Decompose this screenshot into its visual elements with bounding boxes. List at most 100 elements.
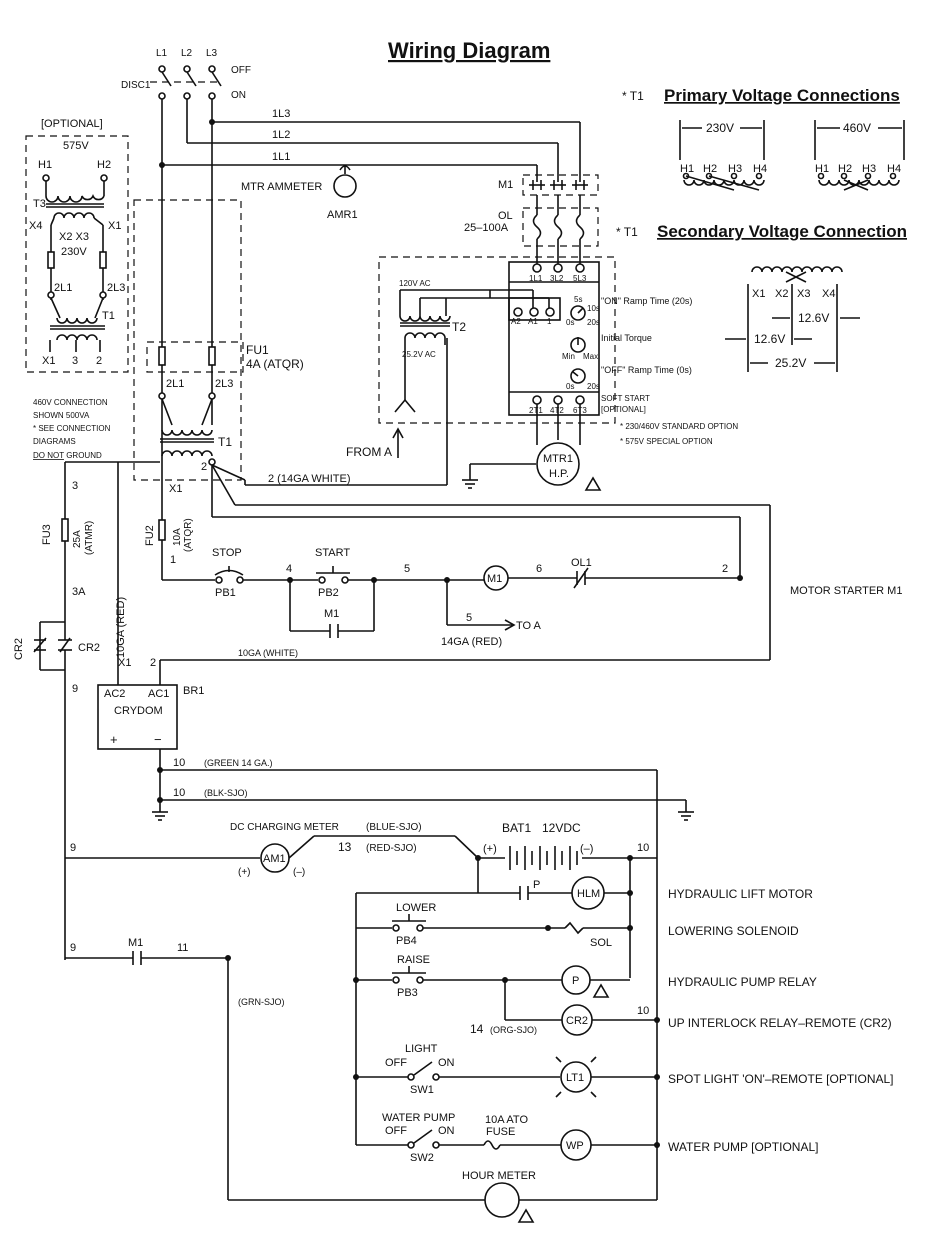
label-hlm: HLM [577,888,600,900]
label-x1-bot: X1 [42,355,55,367]
label-2-bot: 2 [96,355,102,367]
ammeter-amr1-symbol [333,174,357,198]
label-bat1: BAT1 [502,821,531,835]
label-t3: T3 [33,198,46,210]
secondary-x2: X2 [775,288,788,300]
label-t2: T2 [452,320,466,334]
label-lt1: LT1 [566,1072,584,1084]
label-green14: (GREEN 14 GA.) [204,758,273,768]
label-m1-b: M1 [128,937,143,949]
label-a1: A1 [528,317,538,326]
label-120vac: 120V AC [399,279,431,288]
label-pb1: PB1 [215,587,236,599]
secondary-x1: X1 [752,288,765,300]
label-x1-opt: X1 [108,220,121,232]
label-1l3: 1L3 [272,108,290,120]
label-blk-sjo: (BLK-SJO) [204,788,248,798]
label-lower: LOWER [396,902,436,914]
label-h1: H1 [38,159,52,171]
label-mtr1: MTR1 [543,453,573,465]
label-fu3: FU3 [41,524,53,545]
label-sol: SOL [590,937,612,949]
dc-circuit: 9 AM1 (+) (–) DC CHARGING METER (BLUE-SJ… [65,770,894,1223]
label-2l3-opt: 2L3 [107,282,125,294]
label-br1: BR1 [183,685,204,697]
label-fu2-rating: 10A [172,528,183,546]
label-ol-range: 25–100A [464,222,509,234]
label-14ga-red: 14GA (RED) [441,636,502,648]
label-initial-torque: Initial Torque [601,333,652,343]
label-1l1: 1L1 [272,151,290,163]
label-ss-1l1: 1L1 [529,274,543,283]
dc-supply-branch: 3 FU3 25A (ATMR) 3A CR2 CR2 9 10GA (RED)… [13,461,770,960]
secondary-voltage-connection: * T1 Secondary Voltage Connection X1 X2 … [616,222,907,372]
label-off-ramp: "OFF" Ramp Time (0s) [601,365,692,375]
label-on: ON [231,90,246,101]
label-crydom: CRYDOM [114,705,163,717]
label-ss-5l3: 5L3 [573,274,587,283]
note-ground: GROUND [64,451,102,460]
load-light: SPOT LIGHT 'ON'–REMOTE [OPTIONAL] [668,1072,894,1086]
label-ol: OL [498,210,513,222]
label-soft-start: SOFT START [601,394,650,403]
load-wp: WATER PUMP [OPTIONAL] [668,1140,818,1154]
load-cr2: UP INTERLOCK RELAY–REMOTE (CR2) [668,1016,892,1030]
label-fu-2l1: 2L1 [166,378,184,390]
label-blue-sjo: (BLUE-SJO) [366,822,422,833]
label-wp: WP [566,1140,584,1152]
label-x2x3: X2 X3 [59,231,89,243]
label-dial-20s: 20s [587,318,600,327]
load-hlm: HYDRAULIC LIFT MOTOR [668,887,813,901]
label-from-a: FROM A [346,445,392,459]
secondary-x3: X3 [797,288,810,300]
primary-b-h1: H1 [815,163,829,175]
label-14: 14 [470,1022,484,1036]
label-575v: 575V [63,140,89,152]
label-raise: RAISE [397,954,430,966]
label-x1-br: X1 [118,657,131,669]
label-cr2-a: CR2 [13,638,25,660]
label-10ga-white: 10GA (WHITE) [238,648,298,658]
notes: 460V CONNECTION SHOWN 500VA * SEE CONNEC… [33,398,111,460]
label-pb2: PB2 [318,587,339,599]
label-wp-off: OFF [385,1125,407,1137]
label-10-blk: 10 [173,787,185,799]
label-13: 13 [338,840,352,854]
primary-a-h4: H4 [753,163,767,175]
secondary-title: Secondary Voltage Connection [657,222,907,241]
hour-meter-symbol [484,1182,520,1218]
bridge-rectifier-br1 [97,684,178,750]
label-x1-sec: X1 [169,483,182,495]
label-l1: L1 [156,48,168,59]
note-460v-2: SHOWN 500VA [33,411,90,420]
label-230v-opt: 230V [61,246,87,258]
label-10-green: 10 [173,757,185,769]
label-min: Min [562,352,575,361]
label-h2: H2 [97,159,111,171]
label-dial2-20s: 20s [587,382,600,391]
label-bat-plus: (+) [483,843,497,855]
motor-mtr1-symbol [536,442,580,486]
label-fu1: FU1 [246,343,269,357]
load-pump: HYDRAULIC PUMP RELAY [668,975,817,989]
label-fu-2l3: 2L3 [215,378,233,390]
label-motor-starter: MOTOR STARTER M1 [790,585,902,597]
note-do-not-ground: DO NOT GROUND [33,451,102,460]
label-hp: H.P. [549,468,569,480]
motor-starter-circuit: FU2 10A (ATQR) 1 STOP PB1 4 START PB2 5 … [144,518,902,648]
label-to-a: TO A [516,620,542,632]
label-dial2-0s: 0s [566,382,574,391]
label-sw1: SW1 [410,1084,434,1096]
label-fuse-10a: 10A ATO [485,1114,528,1126]
note-do-not: DO NOT [33,451,64,460]
label-grn-sjo: (GRN-SJO) [238,997,285,1007]
label-m1-coil: M1 [487,573,502,585]
label-2l1-opt: 2L1 [54,282,72,294]
label-dial-10s: 10s [587,304,600,313]
label-10d: 10 [637,1005,649,1017]
label-fuse-word: FUSE [486,1126,515,1138]
secondary-252: 25.2V [775,356,806,370]
label-5b: 5 [466,612,472,624]
label-fu3-type: (ATMR) [84,521,95,555]
label-ol1: OL1 [571,557,592,569]
